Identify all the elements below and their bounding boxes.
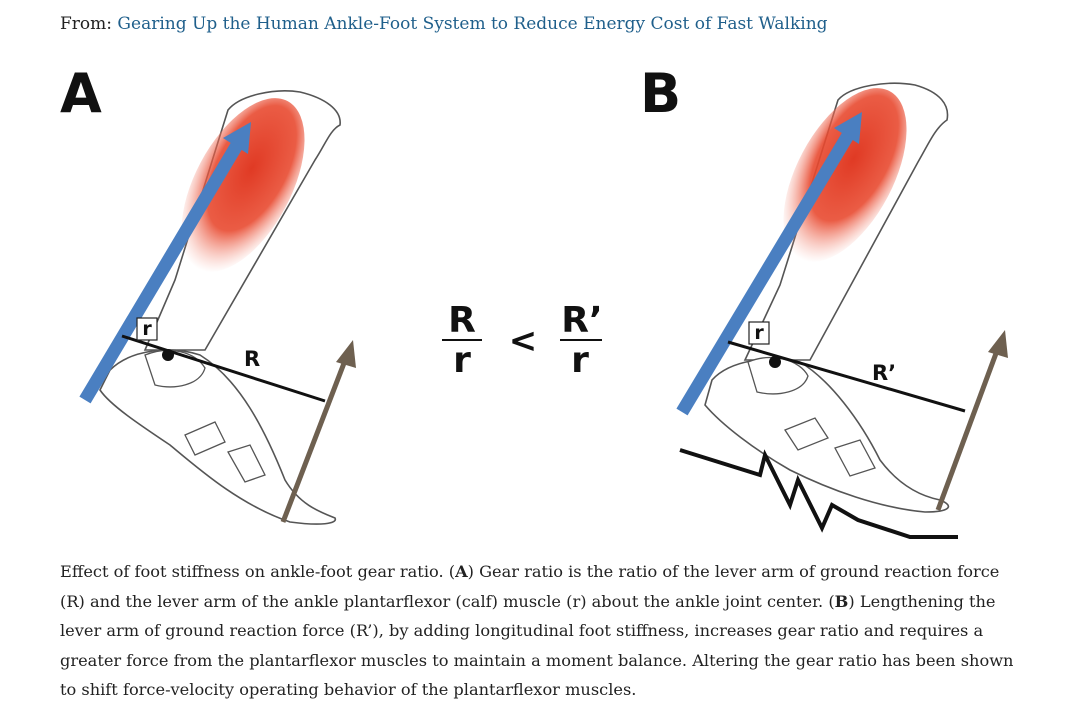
panel-a-foot-bone (184, 421, 226, 456)
panel-b-r-box (748, 321, 770, 345)
panel-a-lever-line (121, 334, 326, 403)
panel-b-calf-muscle (783, 88, 907, 262)
eq-left-denominator: r (453, 340, 471, 381)
caption-part-1: Effect of foot stiffness on ankle-foot g… (60, 562, 456, 581)
panel-a-ankle-joint (162, 349, 174, 361)
panel-b-stiffness-spring (679, 448, 958, 539)
panel-a-muscle-force-arrow (79, 136, 246, 404)
panel-b: B r R’ (640, 62, 1008, 539)
article-title-link[interactable]: Gearing Up the Human Ankle-Foot System t… (117, 14, 828, 34)
panel-a-big-r-label: R (244, 347, 260, 371)
panel-b-grf-arrow (935, 347, 1001, 511)
panel-b-lever-line (727, 340, 966, 413)
panel-b-r-label: r (754, 322, 764, 344)
caption-label-b: B (834, 591, 849, 611)
panel-b-grf-arrowhead (988, 330, 1008, 358)
eq-right-denominator: r (571, 340, 589, 381)
panel-b-ankle-joint (769, 356, 781, 368)
gear-ratio-equation: R r < R’ r (442, 300, 603, 381)
panel-a-grf-arrow (280, 357, 349, 523)
caption-part-2: ) Gear ratio is the ratio of the lever a… (60, 562, 1000, 611)
panel-b-foot-bone (784, 417, 829, 451)
panel-b-muscle-force-arrowhead (834, 112, 862, 144)
panel-a-r-label: r (142, 318, 152, 340)
caption-label-a: A (455, 562, 468, 581)
panel-b-muscle-force-arrow (676, 128, 856, 416)
panel-a: A r R (60, 62, 356, 525)
panel-a-grf-arrowhead (336, 340, 356, 368)
source-line: From: Gearing Up the Human Ankle-Foot Sy… (60, 12, 828, 36)
figure: A r R R r < R’ r B (60, 62, 1008, 539)
panel-b-heel-bone (747, 356, 809, 395)
caption-part-3: ) Lengthening the lever arm of ground re… (60, 591, 1014, 700)
panel-b-big-r-label: R’ (872, 361, 896, 385)
panel-a-calf-muscle (181, 98, 305, 272)
source-prefix: From: (60, 14, 118, 34)
eq-left-numerator: R (448, 300, 476, 341)
panel-a-muscle-force-arrowhead (223, 122, 251, 154)
panel-a-foot-bone (227, 444, 266, 483)
panel-a-label: A (60, 62, 102, 125)
panel-a-r-box (136, 317, 158, 341)
figure-caption: Effect of foot stiffness on ankle-foot g… (60, 557, 1020, 705)
panel-b-label: B (640, 62, 681, 125)
panel-b-foot-bone (834, 439, 876, 477)
eq-operator: < (509, 321, 538, 361)
eq-right-numerator: R’ (561, 300, 602, 341)
